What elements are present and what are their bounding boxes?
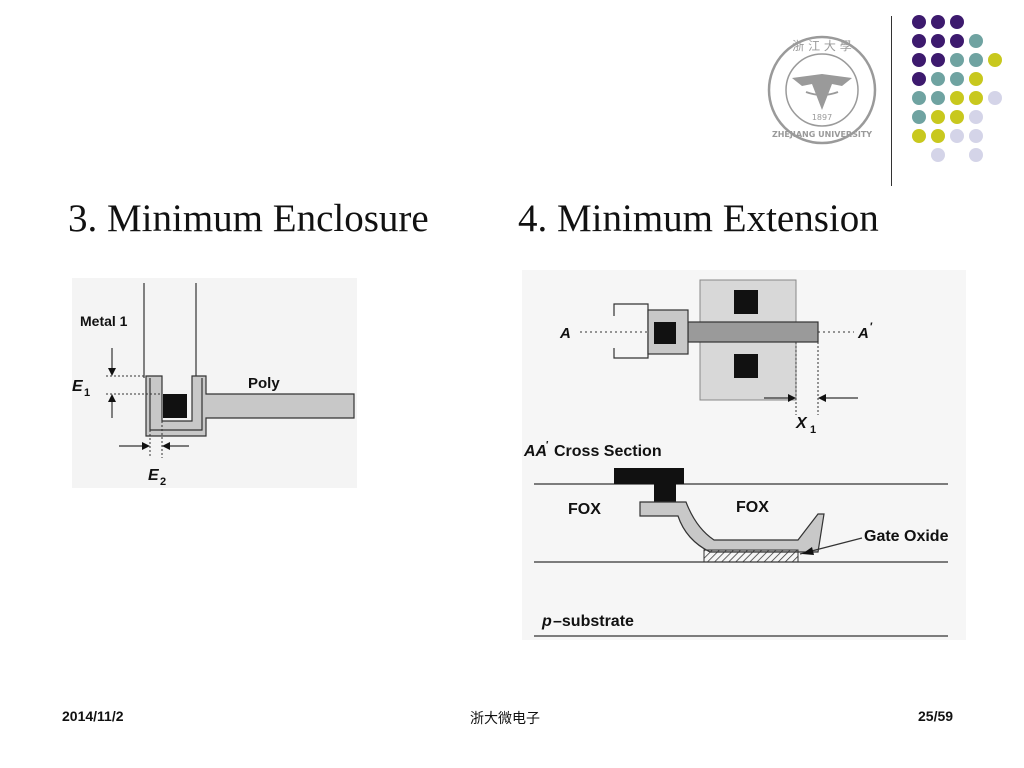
decorative-dot bbox=[912, 129, 926, 143]
cross-poly bbox=[639, 501, 825, 553]
decorative-dot bbox=[931, 110, 945, 124]
cross-metal bbox=[614, 468, 684, 484]
footer-organization: 浙大微电子 bbox=[470, 711, 540, 727]
decorative-dot bbox=[931, 91, 945, 105]
gate-oxide-label: Gate Oxide bbox=[864, 528, 949, 545]
decorative-dot bbox=[969, 129, 983, 143]
cross-section-prefix: AA bbox=[523, 443, 547, 460]
metal1-label: Metal 1 bbox=[80, 313, 128, 329]
cross-section-prime: ′ bbox=[546, 440, 549, 451]
fox-left-label: FOX bbox=[568, 501, 601, 518]
poly-label: Poly bbox=[248, 375, 280, 392]
e1-label: E bbox=[72, 378, 84, 395]
contact-top bbox=[734, 290, 758, 314]
a-label: A bbox=[559, 325, 571, 342]
decorative-dot bbox=[950, 72, 964, 86]
a-prime-label: A bbox=[857, 325, 869, 342]
decorative-dot bbox=[950, 129, 964, 143]
decorative-dot bbox=[950, 15, 964, 29]
decorative-dot bbox=[988, 53, 1002, 67]
minimum-enclosure-diagram: Metal 1 Poly E 1 E 2 bbox=[72, 278, 357, 488]
decorative-dot bbox=[931, 129, 945, 143]
eagle-emblem-icon bbox=[792, 74, 852, 110]
decorative-dot bbox=[931, 72, 945, 86]
logo-text-bottom: ZHEJIANG UNIVERSITY bbox=[772, 130, 872, 139]
gate-oxide-region bbox=[703, 549, 799, 563]
decorative-dot bbox=[912, 34, 926, 48]
e2-subscript: 2 bbox=[160, 476, 166, 488]
decorative-dot bbox=[950, 91, 964, 105]
decorative-dot bbox=[931, 148, 945, 162]
e1-subscript: 1 bbox=[84, 387, 90, 399]
title-minimum-extension: 4. Minimum Extension bbox=[518, 197, 879, 240]
decorative-dot bbox=[931, 34, 945, 48]
decorative-dot bbox=[969, 91, 983, 105]
decorative-dot bbox=[912, 110, 926, 124]
x1-label: X bbox=[795, 415, 808, 432]
decorative-dot bbox=[969, 72, 983, 86]
decorative-dot bbox=[969, 148, 983, 162]
logo-year: 1897 bbox=[812, 113, 832, 122]
decorative-dot bbox=[969, 110, 983, 124]
decorative-dot bbox=[931, 15, 945, 29]
fox-right-label: FOX bbox=[736, 499, 769, 516]
metal1-enclosure bbox=[149, 378, 203, 431]
minimum-extension-diagram: A A ′ X 1 AA ′ Cross Section FOX FOX Gat… bbox=[522, 270, 966, 640]
e2-label: E bbox=[148, 467, 160, 484]
cross-contact-plug bbox=[654, 484, 676, 504]
decorative-dot bbox=[912, 53, 926, 67]
x1-subscript: 1 bbox=[810, 424, 816, 436]
decorative-dot bbox=[950, 53, 964, 67]
header-divider bbox=[891, 16, 892, 186]
footer-page-number: 25/59 bbox=[918, 708, 954, 724]
cross-section-title: Cross Section bbox=[554, 443, 662, 460]
decorative-dot-grid bbox=[912, 15, 1002, 162]
decorative-dot bbox=[988, 91, 1002, 105]
decorative-dot bbox=[969, 34, 983, 48]
title-minimum-enclosure: 3. Minimum Enclosure bbox=[68, 197, 429, 240]
poly-gate bbox=[687, 321, 819, 343]
university-logo: 浙 江 大 學 1897 ZHEJIANG UNIVERSITY bbox=[767, 35, 877, 145]
substrate-p-label: p bbox=[541, 613, 552, 630]
decorative-dot bbox=[912, 72, 926, 86]
poly-contact bbox=[654, 322, 676, 344]
contact-bottom bbox=[734, 354, 758, 378]
decorative-dot bbox=[931, 53, 945, 67]
a-prime-mark: ′ bbox=[870, 321, 873, 333]
decorative-dot bbox=[969, 53, 983, 67]
decorative-dot bbox=[912, 15, 926, 29]
logo-text-top: 浙 江 大 學 bbox=[792, 39, 851, 53]
decorative-dot bbox=[912, 91, 926, 105]
decorative-dot bbox=[950, 110, 964, 124]
footer-date: 2014/11/2 bbox=[62, 708, 124, 724]
contact-square bbox=[163, 394, 187, 418]
substrate-label: –substrate bbox=[553, 613, 634, 630]
decorative-dot bbox=[950, 34, 964, 48]
